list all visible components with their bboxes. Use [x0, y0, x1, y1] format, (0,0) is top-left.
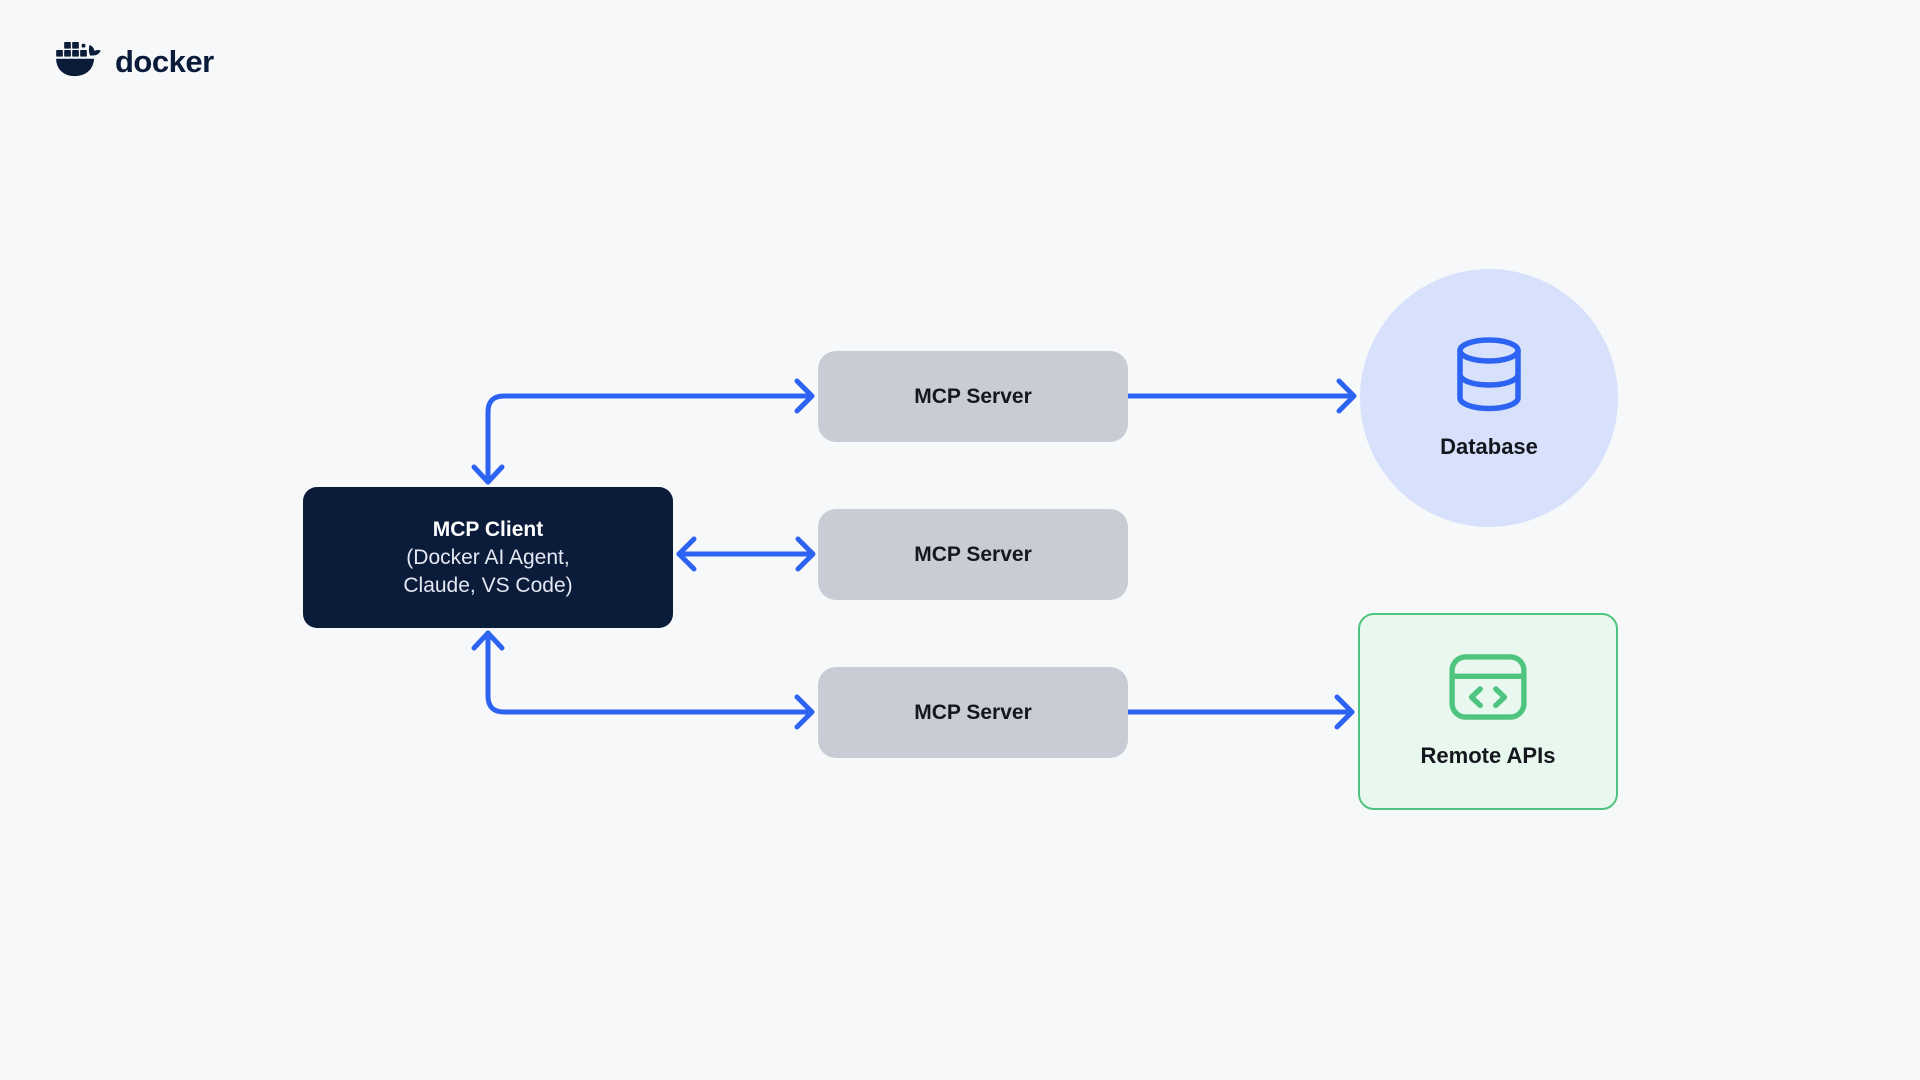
database-label: Database [1440, 433, 1538, 459]
mcp-server-label: MCP Server [914, 384, 1032, 408]
code-window-icon [1449, 654, 1527, 725]
arrow-client-server1 [471, 378, 815, 485]
docker-logo: docker [55, 38, 214, 78]
remote-apis-label: Remote APIs [1420, 743, 1556, 768]
mcp-client-subtitle-line2: Claude, VS Code) [403, 573, 573, 597]
arrow-server1-database [1125, 378, 1357, 414]
remote-apis-node: Remote APIs [1358, 613, 1618, 810]
mcp-client-title: MCP Client [432, 517, 544, 541]
docker-whale-icon [55, 38, 105, 78]
database-cylinder-icon [1456, 336, 1522, 418]
arrow-client-server2 [676, 536, 816, 572]
mcp-server-node-1: MCP Server [818, 351, 1128, 442]
docker-wordmark: docker [115, 43, 214, 79]
mcp-server-node-3: MCP Server [818, 667, 1128, 758]
mcp-client-node: MCP Client (Docker AI Agent, Claude, VS … [303, 487, 673, 628]
mcp-server-node-2: MCP Server [818, 509, 1128, 600]
mcp-server-label: MCP Server [914, 700, 1032, 724]
mcp-client-subtitle-line1: (Docker AI Agent, [406, 545, 570, 569]
arrow-server3-remoteapis [1125, 694, 1355, 730]
arrow-client-server3 [471, 630, 815, 730]
mcp-server-label: MCP Server [914, 542, 1032, 566]
database-node: Database [1360, 269, 1618, 527]
